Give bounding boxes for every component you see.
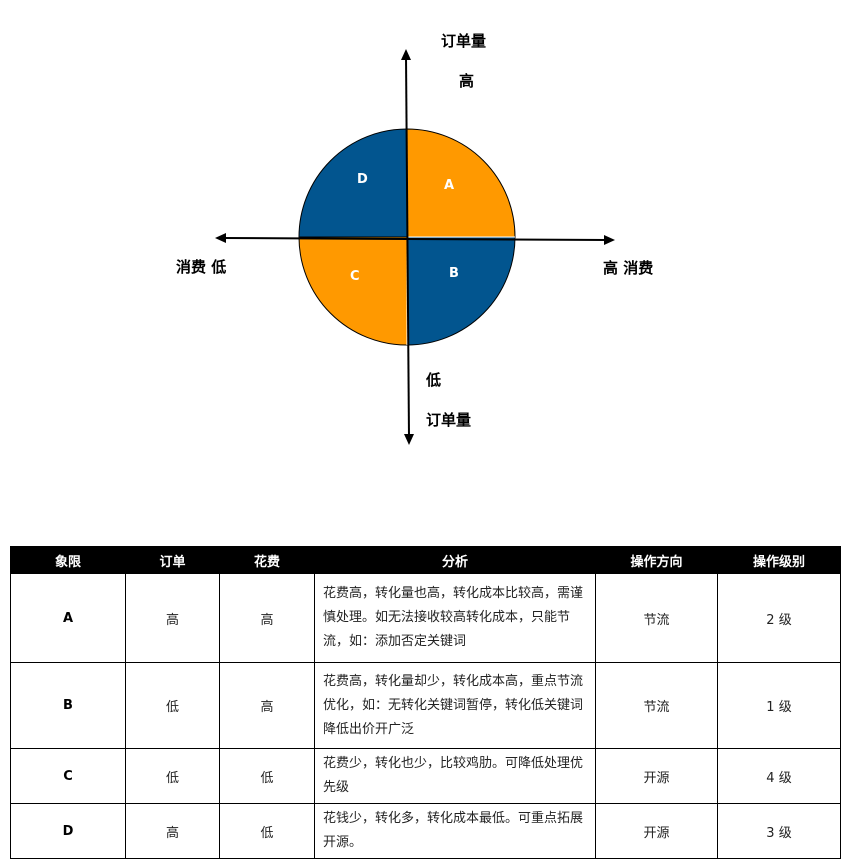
quadrant-circle-graphic	[215, 49, 615, 445]
cell-cost: 高	[219, 573, 315, 663]
header-direction: 操作方向	[595, 546, 718, 574]
quadrant-c-shape	[298, 236, 408, 346]
x-axis	[221, 237, 609, 241]
header-analysis: 分析	[314, 546, 596, 574]
quadrant-a-label: A	[444, 178, 455, 193]
y-axis-bottom-title: 订单量	[426, 411, 472, 429]
x-axis-left-label: 消费 低	[176, 258, 227, 276]
table-row: C 低 低 花费少，转化也少，比较鸡肋。可降低处理优先级 开源 4 级	[10, 748, 841, 804]
cell-orders: 低	[125, 662, 220, 749]
table-row: B 低 高 花费高，转化量却少，转化成本高，重点节流优化，如：无转化关键词暂停，…	[10, 662, 841, 749]
cell-cost: 低	[219, 803, 315, 859]
y-axis-bottom-arrow	[404, 434, 414, 445]
x-axis-right-label: 高 消费	[603, 259, 654, 277]
cell-direction: 开源	[595, 803, 718, 859]
cell-quadrant: B	[10, 662, 126, 749]
quadrant-b-shape	[406, 236, 516, 346]
header-cost: 花费	[219, 546, 315, 574]
cell-analysis: 花费高，转化量却少，转化成本高，重点节流优化，如：无转化关键词暂停，转化低关键词…	[314, 662, 596, 749]
cell-quadrant: C	[10, 748, 126, 804]
cell-quadrant: A	[10, 573, 126, 663]
cell-quadrant: D	[10, 803, 126, 859]
cell-analysis: 花费高，转化量也高，转化成本比较高，需谨慎处理。如无法接收较高转化成本，只能节流…	[314, 573, 596, 663]
cell-orders: 高	[125, 573, 220, 663]
y-axis-bottom-level: 低	[426, 371, 442, 389]
x-axis-left-arrow	[215, 233, 226, 243]
quadrant-diagram: 订单量 高 低 订单量 消费 低 高 消费 A B C D	[176, 32, 654, 445]
y-axis	[405, 55, 410, 439]
quadrant-a-shape	[406, 128, 516, 238]
cell-analysis: 花费少，转化也少，比较鸡肋。可降低处理优先级	[314, 748, 596, 804]
cell-orders: 低	[125, 748, 220, 804]
cell-direction: 节流	[595, 662, 718, 749]
x-axis-right-arrow	[604, 235, 615, 245]
header-quadrant: 象限	[10, 546, 126, 574]
cell-direction: 开源	[595, 748, 718, 804]
cell-direction: 节流	[595, 573, 718, 663]
table-row: A 高 高 花费高，转化量也高，转化成本比较高，需谨慎处理。如无法接收较高转化成…	[10, 573, 841, 663]
cell-level: 2 级	[717, 573, 841, 663]
quadrant-d-shape	[298, 128, 408, 238]
header-level: 操作级别	[717, 546, 841, 574]
cell-level: 4 级	[717, 748, 841, 804]
quadrant-d-label: D	[357, 172, 368, 187]
y-axis-top-title: 订单量	[441, 32, 487, 50]
quadrant-b-label: B	[449, 266, 459, 281]
header-orders: 订单	[125, 546, 220, 574]
y-axis-top-arrow	[401, 49, 411, 60]
cell-orders: 高	[125, 803, 220, 859]
table-row: D 高 低 花钱少，转化多，转化成本最低。可重点拓展开源。 开源 3 级	[10, 803, 841, 859]
quadrant-c-label: C	[350, 269, 360, 284]
cell-level: 3 级	[717, 803, 841, 859]
quadrant-analysis-table: 象限 订单 花费 分析 操作方向 操作级别 A 高 高 花费高，转化量也高，转化…	[10, 546, 841, 859]
table-header-row: 象限 订单 花费 分析 操作方向 操作级别	[10, 546, 841, 574]
cell-analysis: 花钱少，转化多，转化成本最低。可重点拓展开源。	[314, 803, 596, 859]
cell-cost: 高	[219, 662, 315, 749]
y-axis-top-level: 高	[459, 72, 475, 90]
cell-level: 1 级	[717, 662, 841, 749]
cell-cost: 低	[219, 748, 315, 804]
